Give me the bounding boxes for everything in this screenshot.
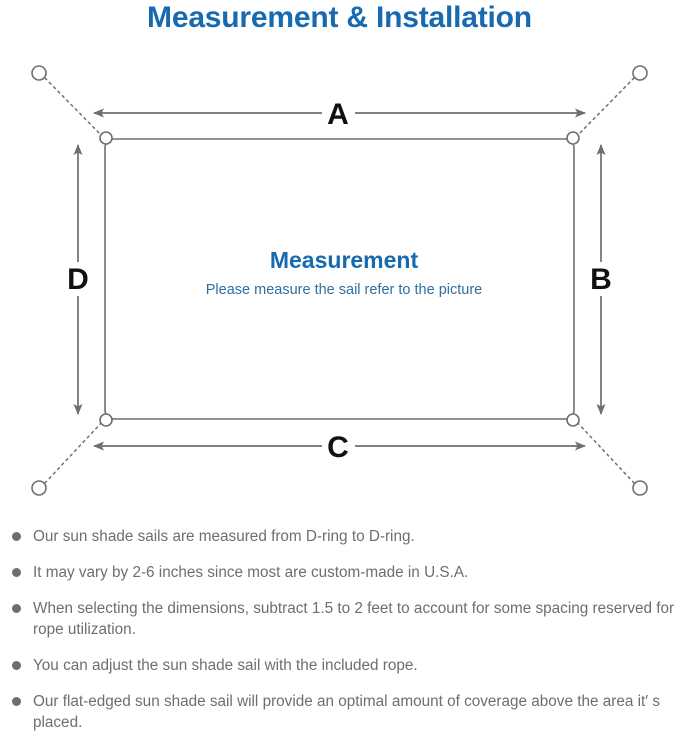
note-text: When selecting the dimensions, subtract … — [33, 600, 675, 638]
d-ring-bottom-left — [99, 413, 113, 427]
rope-line-bottom-right — [574, 419, 635, 484]
page-title: Measurement & Installation — [147, 1, 532, 34]
list-item: You can adjust the sun shade sail with t… — [0, 655, 679, 676]
d-ring-top-right — [566, 131, 580, 145]
sail-body — [104, 138, 575, 420]
bullet-icon — [12, 604, 21, 613]
note-text: It may vary by 2-6 inches since most are… — [33, 564, 469, 581]
note-text: Our flat-edged sun shade sail will provi… — [33, 693, 661, 731]
bullet-icon — [12, 568, 21, 577]
list-item: Our sun shade sails are measured from D-… — [0, 526, 679, 547]
dimension-label-c: C — [327, 431, 349, 464]
dimension-label-d: D — [67, 263, 89, 296]
note-text: Our sun shade sails are measured from D-… — [33, 528, 415, 545]
measurement-diagram: A C D B Measurement Please measure the s… — [0, 46, 679, 516]
notes-list: Our sun shade sails are measured from D-… — [0, 526, 679, 748]
d-ring-bottom-right — [566, 413, 580, 427]
anchor-point-top-left — [31, 65, 47, 81]
bullet-icon — [12, 661, 21, 670]
d-rings — [99, 131, 580, 427]
dimension-label-b: B — [590, 263, 612, 296]
d-ring-top-left — [99, 131, 113, 145]
anchor-point-top-right — [632, 65, 648, 81]
sail-subheading: Please measure the sail refer to the pic… — [206, 282, 482, 298]
rope-line-top-right — [574, 77, 635, 139]
sail-heading: Measurement — [270, 247, 419, 273]
bullet-icon — [12, 697, 21, 706]
note-text: You can adjust the sun shade sail with t… — [33, 657, 418, 674]
list-item: When selecting the dimensions, subtract … — [0, 598, 679, 640]
list-item: Our flat-edged sun shade sail will provi… — [0, 691, 679, 733]
bullet-icon — [12, 532, 21, 541]
dimension-label-a: A — [327, 98, 349, 131]
anchor-points — [31, 65, 648, 496]
list-item: It may vary by 2-6 inches since most are… — [0, 562, 679, 583]
anchor-point-bottom-left — [31, 480, 47, 496]
rope-line-top-left — [44, 77, 105, 139]
anchor-point-bottom-right — [632, 480, 648, 496]
rope-lines — [44, 77, 635, 484]
rope-line-bottom-left — [44, 419, 105, 484]
